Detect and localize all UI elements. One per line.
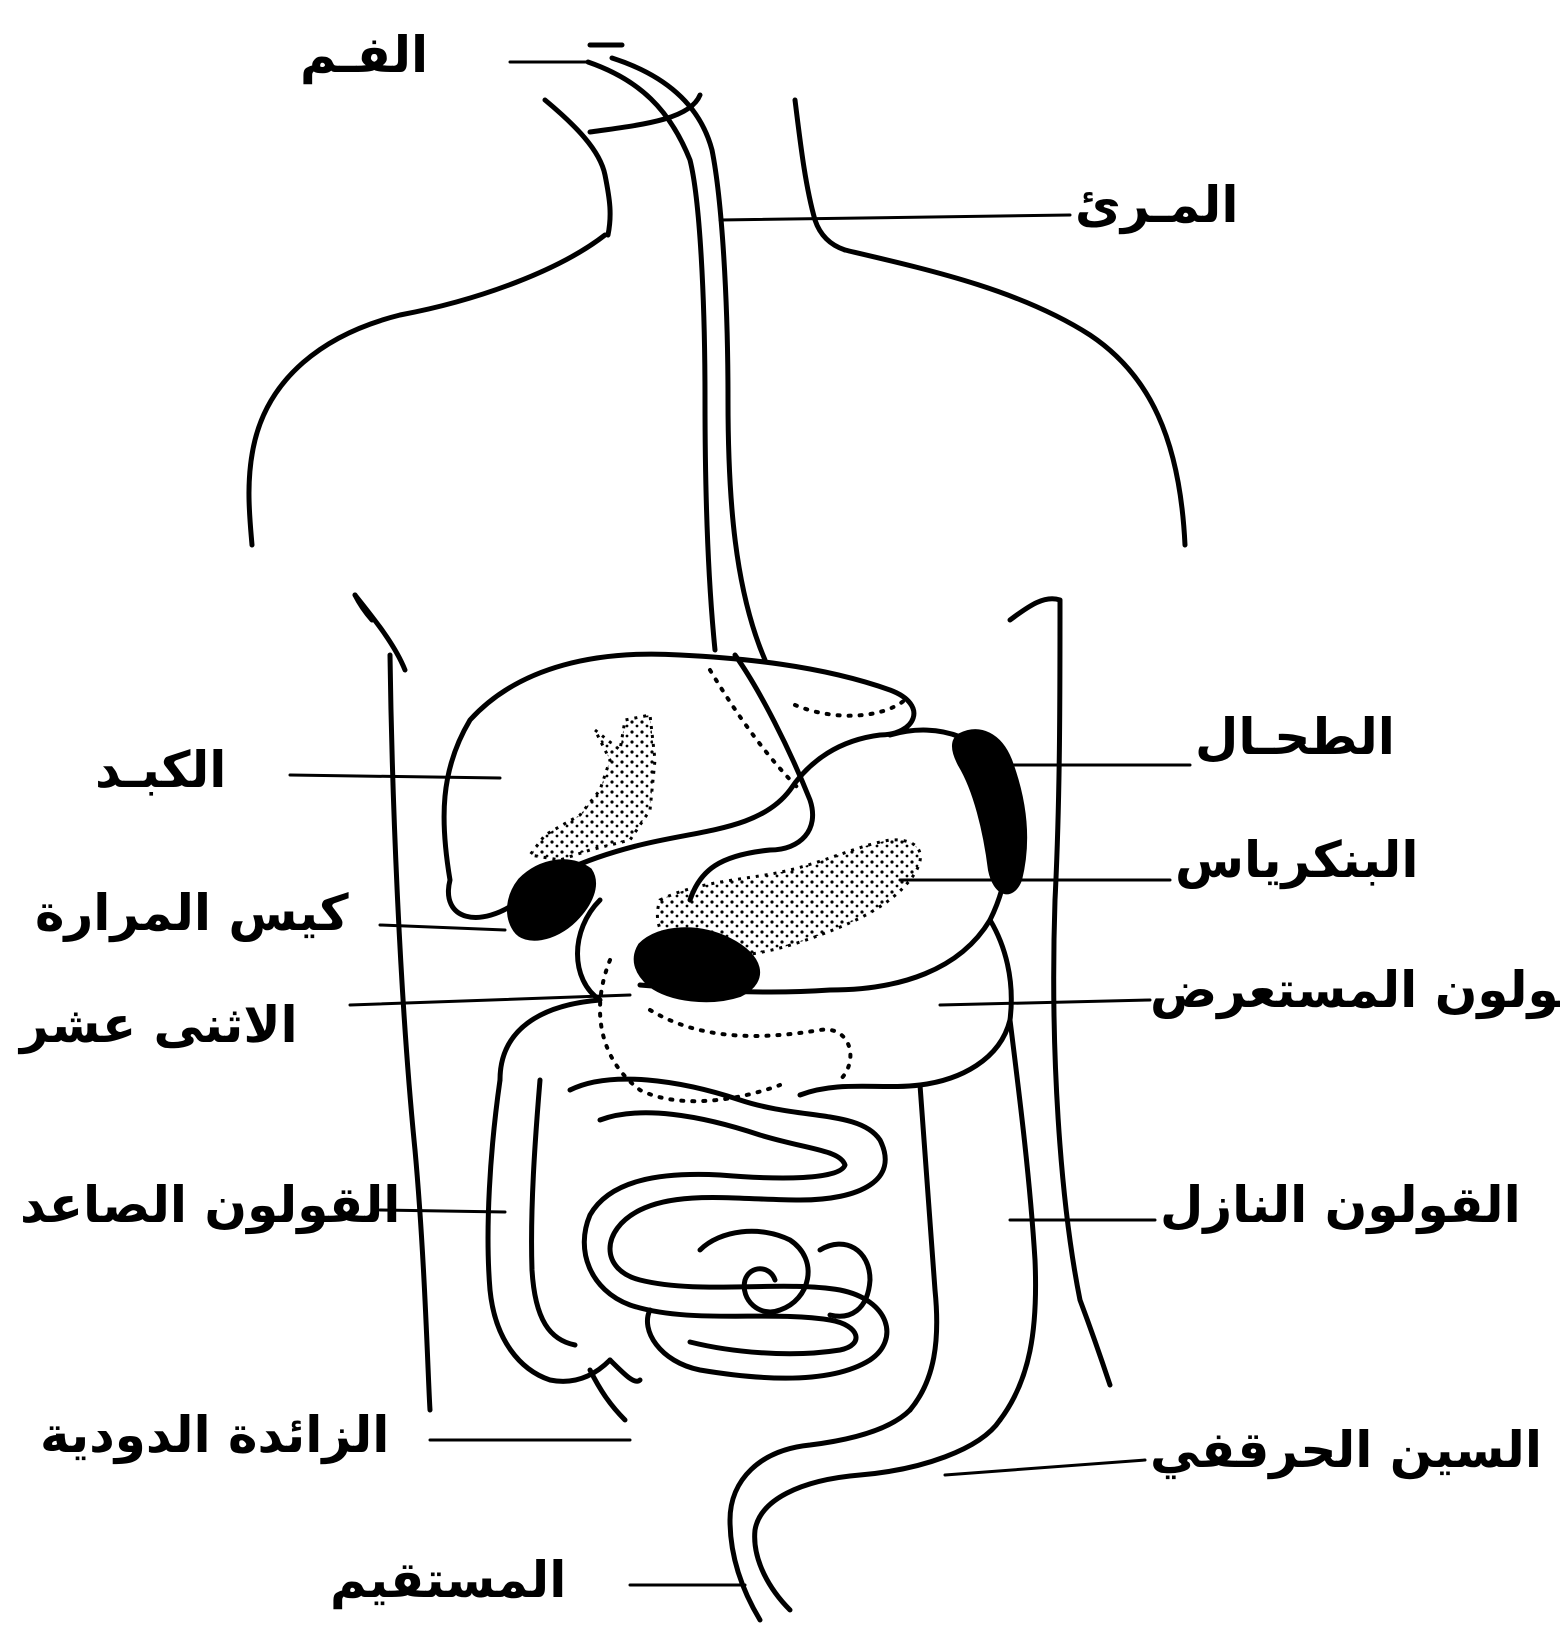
- ascending-colon: [488, 1080, 610, 1381]
- label-rectum: المستقيم: [330, 1555, 566, 1605]
- torso-right: [1010, 599, 1110, 1385]
- bile-ducts: [530, 715, 655, 860]
- label-liver: الكبـد: [95, 745, 226, 795]
- label-ascending-colon: القولون الصاعد: [20, 1180, 400, 1230]
- leader-liver: [290, 775, 500, 778]
- label-sigmoid-colon: السين الحرقفي: [1150, 1425, 1542, 1475]
- small-intestine: [570, 1079, 887, 1378]
- neck-left: [545, 100, 610, 235]
- spleen-shape: [954, 731, 1025, 892]
- label-esophagus: المـرئ: [1075, 180, 1238, 230]
- label-duodenum: الاثنى عشر: [20, 1000, 298, 1050]
- esophagus-tube: [588, 45, 765, 660]
- neck-right: [795, 100, 845, 250]
- label-mouth: الفـم: [300, 30, 428, 80]
- label-descending-colon: القولون النازل: [1160, 1180, 1521, 1230]
- label-pancreas: البنكرياس: [1175, 835, 1418, 885]
- label-transverse-colon: القولون المستعرض: [1150, 965, 1560, 1015]
- leader-esophagus: [720, 215, 1070, 220]
- rib-left: [355, 595, 372, 620]
- leader-sigmoid: [945, 1460, 1145, 1475]
- label-appendix: الزائدة الدودية: [40, 1410, 389, 1460]
- label-spleen: الطحـال: [1195, 712, 1395, 762]
- leader-transverse-colon: [940, 1000, 1150, 1005]
- label-gallbladder: كيس المرارة: [35, 888, 349, 938]
- shoulder-left: [249, 235, 605, 545]
- sigmoid-rectum: [730, 1410, 1000, 1620]
- shoulder-right: [845, 250, 1185, 545]
